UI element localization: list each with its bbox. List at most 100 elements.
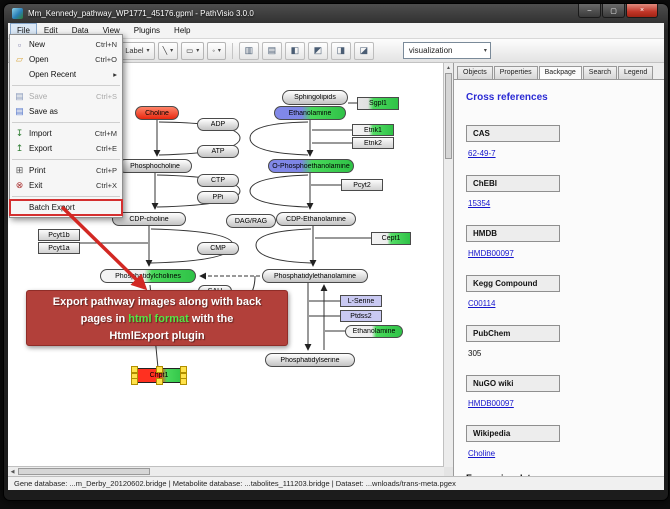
pathway-node-phosphatidylserine[interactable]: Phosphatidylserine: [265, 353, 355, 367]
minimize-button[interactable]: –: [578, 4, 601, 18]
align-horizontal-center-button[interactable]: ▥: [238, 41, 259, 60]
menu-shortcut: Ctrl+M: [94, 129, 117, 138]
selection-handle[interactable]: [180, 378, 187, 385]
align-top-button[interactable]: ◩: [307, 41, 328, 60]
common-height-button[interactable]: ◪: [353, 41, 374, 60]
pathway-node-o-phosphoethanolamine[interactable]: O-Phosphoethanolamine: [268, 159, 354, 173]
tab-properties[interactable]: Properties: [493, 66, 538, 79]
menu-separator: [12, 159, 120, 160]
tab-search[interactable]: Search: [582, 66, 617, 79]
pathway-node-phosphatidylethanolamine[interactable]: Phosphatidylethanolamine: [262, 269, 368, 283]
scroll-left-icon[interactable]: ◀: [10, 468, 15, 475]
pathway-node-pcyt2[interactable]: Pcyt2: [341, 179, 383, 191]
pathway-node-cept1[interactable]: Cept1: [371, 232, 411, 245]
menubar-item-plugins[interactable]: Plugins: [133, 26, 161, 35]
node-label: Etnk1: [364, 126, 382, 134]
align-left-button[interactable]: ◧: [284, 41, 305, 60]
xref-link[interactable]: HMDB00097: [468, 249, 514, 258]
node-label: PPi: [212, 194, 224, 201]
pathway-node-cdp-choline[interactable]: CDP-choline: [112, 212, 186, 226]
pathway-node-adp[interactable]: ADP: [197, 118, 239, 131]
pathway-node-etnk2[interactable]: Etnk2: [352, 137, 394, 149]
annotation-callout: Export pathway images along with back pa…: [26, 290, 288, 346]
pathway-node-sphingolipids[interactable]: Sphingolipids: [282, 90, 348, 105]
pathway-node-ethanolamine[interactable]: Ethanolamine: [274, 106, 346, 120]
pathway-node-dag-rag[interactable]: DAG/RAG: [226, 214, 276, 228]
menubar-item-view[interactable]: View: [102, 26, 120, 35]
pathway-node-cdp-ethanolamine[interactable]: CDP-Ethanolamine: [276, 212, 356, 226]
file-menu-item-open-recent[interactable]: Open Recent▸: [10, 67, 122, 82]
pathway-node-phosphatidylcholines[interactable]: Phosphatidylcholines: [100, 269, 196, 283]
menubar-item-data[interactable]: Data: [71, 26, 89, 35]
menubar-item-help[interactable]: Help: [174, 26, 191, 35]
pathway-node-atp[interactable]: ATP: [197, 145, 239, 158]
menubar-item-edit[interactable]: Edit: [43, 26, 58, 35]
selection-handle[interactable]: [156, 366, 163, 373]
pathway-node-pcyt1b[interactable]: Pcyt1b: [38, 229, 80, 241]
label-tool-button[interactable]: Label▾: [120, 41, 155, 60]
xref-header: ChEBI: [466, 175, 560, 192]
xref-link[interactable]: C00114: [468, 299, 496, 308]
horizontal-scroll-thumb[interactable]: [18, 468, 150, 475]
pathway-node-ctp[interactable]: CTP: [197, 174, 239, 187]
align-vertical-center-button[interactable]: ▤: [261, 41, 282, 60]
node-label: ADP: [210, 121, 226, 128]
pathway-node-phosphocholine[interactable]: Phosphocholine: [118, 159, 192, 173]
menu-shortcut: Ctrl+O: [95, 55, 117, 64]
pathway-node-chpt1[interactable]: Chpt1: [131, 366, 187, 385]
annotation-line: Export pathway images along with back: [52, 296, 262, 308]
file-menu-item-batch-export[interactable]: Batch Export: [9, 199, 123, 216]
pathway-node-ppi[interactable]: PPi: [197, 191, 239, 204]
title-bar[interactable]: Mm_Kennedy_pathway_WP1771_45176.gpml - P…: [4, 4, 668, 23]
maximize-button[interactable]: ▢: [602, 4, 625, 18]
node-label: Phosphocholine: [130, 162, 180, 170]
pathway-node-etnk1[interactable]: Etnk1: [352, 124, 394, 136]
xref-header: PubChem: [466, 325, 560, 342]
canvas-horizontal-scrollbar[interactable]: ◀: [8, 466, 444, 476]
dropdown-arrow-icon: ▾: [146, 48, 150, 54]
tab-backpage[interactable]: Backpage: [538, 66, 582, 79]
node-label: Sphingolipids: [294, 94, 336, 101]
file-menu-item-save-as[interactable]: ▤Save as: [10, 104, 122, 119]
xref-link[interactable]: 62-49-7: [468, 149, 496, 158]
pathway-node-l-serine[interactable]: L-Serine: [340, 295, 382, 307]
xref-link[interactable]: HMDB00097: [468, 399, 514, 408]
template-tool-button[interactable]: ◦▾: [207, 41, 226, 60]
pathway-node-choline[interactable]: Choline: [135, 106, 179, 120]
line-tool-button[interactable]: ╲▾: [157, 41, 179, 60]
menu-shortcut: Ctrl+E: [95, 144, 117, 153]
selection-handle[interactable]: [156, 378, 163, 385]
tab-objects[interactable]: Objects: [457, 66, 493, 79]
pathway-node-ethanolamine[interactable]: Ethanolamine: [345, 325, 403, 338]
pathway-node-sgpl1[interactable]: Sgpl1: [357, 97, 399, 110]
tab-legend[interactable]: Legend: [617, 66, 654, 79]
common-width-button[interactable]: ◨: [330, 41, 351, 60]
dropdown-arrow-icon: ▾: [196, 48, 200, 54]
node-label: DAG/RAG: [234, 217, 268, 225]
vertical-scroll-thumb[interactable]: [445, 73, 452, 159]
node-label: Phosphatidylcholines: [115, 272, 181, 280]
scroll-up-icon[interactable]: ▲: [446, 64, 451, 71]
shape-tool-button[interactable]: ▭▾: [181, 41, 205, 60]
pathway-node-pcyt1a[interactable]: Pcyt1a: [38, 242, 80, 254]
pathway-node-cmp[interactable]: CMP: [197, 242, 239, 255]
node-label: CMP: [210, 245, 226, 252]
close-button[interactable]: ×: [626, 4, 658, 18]
node-label: CDP-choline: [129, 215, 169, 223]
pathway-node-ptdss2[interactable]: Ptdss2: [340, 310, 382, 322]
xref-link[interactable]: 15354: [468, 199, 491, 208]
annotation-line: HtmlExport plugin: [109, 330, 205, 342]
canvas-vertical-scrollbar[interactable]: ▲: [443, 63, 453, 467]
visualization-select[interactable]: visualization ▾: [402, 42, 491, 59]
selection-handle[interactable]: [131, 378, 138, 385]
node-label: Ptdss2: [350, 312, 372, 320]
xref-link[interactable]: Choline: [468, 449, 496, 458]
